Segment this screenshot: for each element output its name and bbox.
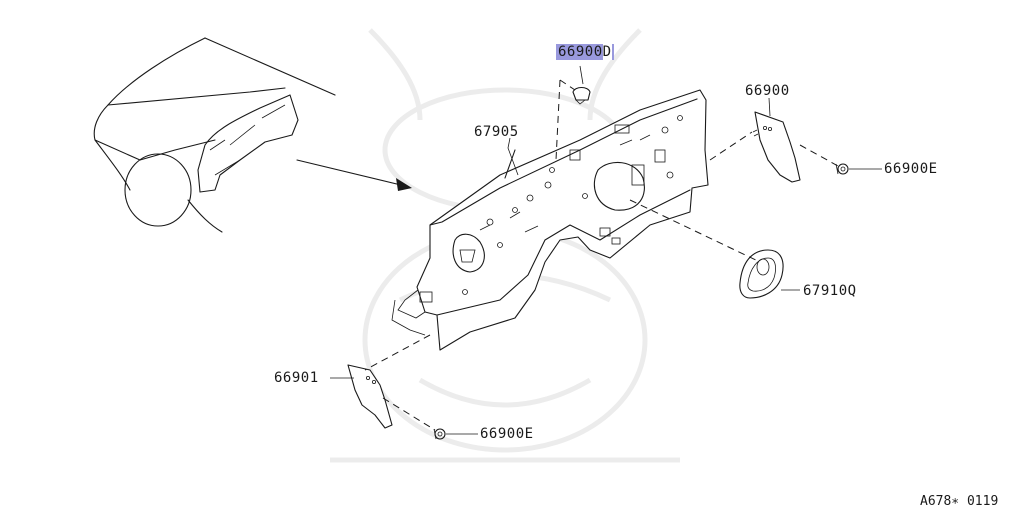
part-label-67910Q[interactable]: 67910Q xyxy=(803,283,857,299)
part-label-66900E-left[interactable]: 66900E xyxy=(480,426,534,442)
cover-67910Q xyxy=(739,249,784,299)
side-cover-66901 xyxy=(347,364,393,429)
part-label-67905[interactable]: 67905 xyxy=(474,124,519,140)
dash-panel-67905 xyxy=(391,89,709,351)
assembly-dash-lines xyxy=(364,79,839,431)
side-cover-66900 xyxy=(752,111,801,183)
car-overview-sketch xyxy=(93,37,336,233)
direction-arrow xyxy=(296,159,412,191)
part-label-suffix: D xyxy=(602,44,612,60)
part-label-66900[interactable]: 66900 xyxy=(745,83,790,99)
part-label-66901[interactable]: 66901 xyxy=(274,370,319,386)
leader-lines xyxy=(330,65,882,435)
diagram-code: A678∗ 0119 xyxy=(920,494,999,509)
part-label-66900E-right[interactable]: 66900E xyxy=(884,161,938,177)
grommet-66900E-right xyxy=(835,163,849,175)
part-label-66900D[interactable]: 66900D xyxy=(556,44,614,60)
grommet-66900E-left xyxy=(433,428,446,440)
